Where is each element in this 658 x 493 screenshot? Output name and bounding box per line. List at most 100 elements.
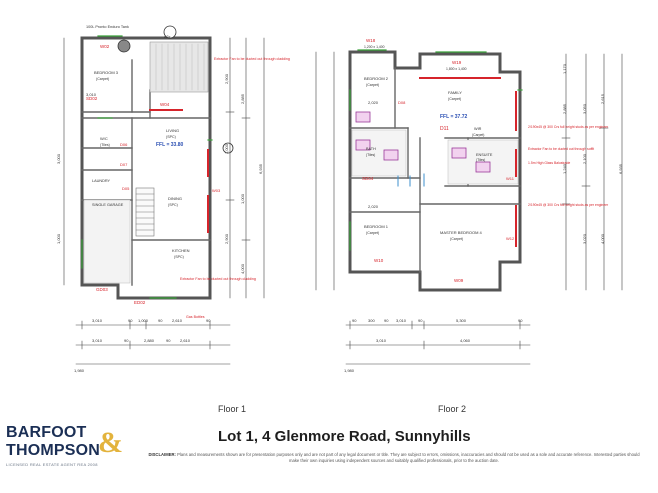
f2-dim-right-2: 3,050 xyxy=(582,103,587,114)
f2-note-fan: Extractor Fan to be ducted out through s… xyxy=(528,147,594,151)
f2-dim-right-0: 1,170 xyxy=(562,63,567,74)
floor2-fixtures xyxy=(355,111,491,173)
floor2-plan xyxy=(348,49,523,292)
f1-garage-label: SINGLE GARAGE xyxy=(92,203,124,207)
f2-note-studs-2: 2/190x45 @ 300 Crs full height studs as … xyxy=(528,203,609,207)
f1-tank-label: 100L Pronto Enduro Tank xyxy=(86,25,129,29)
f1-room-kitchen-finish: (SPC) xyxy=(174,255,184,259)
f1-dim-right-5: 1,000 xyxy=(240,193,245,204)
f2-room-ensuite: ENSUITE xyxy=(476,153,493,157)
f2-dim-b-0: 3,010 xyxy=(376,338,387,343)
floor1-green-windows xyxy=(81,35,213,299)
f2-dim-left-1: 2,020 xyxy=(368,204,379,209)
f2-w11-tag: W11 xyxy=(506,176,515,181)
f1-room-living: LIVING xyxy=(166,128,179,133)
f2-room-family-finish: (Carpet) xyxy=(448,97,461,101)
f2-room-bedroom1-finish: (Carpet) xyxy=(366,231,379,235)
f1-dim-total: 1,980 xyxy=(74,368,85,373)
f2-dim-top-1: 1,800 x 1,400 xyxy=(446,67,467,71)
f2-room-master-finish: (Carpet) xyxy=(450,237,463,241)
f2-dim-right-1: 2,885 xyxy=(562,103,567,114)
f1-d05-tag: D05 xyxy=(122,186,130,191)
f2-w12-tag: W12 xyxy=(506,236,515,241)
disclaimer-text: Plans and measurements shown are for pre… xyxy=(177,452,640,464)
f2-room-ensuite-finish: (Tiles) xyxy=(476,158,485,162)
f1-dim-right-6: 4,000 xyxy=(240,263,245,274)
f2-dim-right-7: 3,020 xyxy=(582,233,587,244)
f2-dim-right-4: 1,240 xyxy=(562,163,567,174)
f1-room-wc-finish: (Tiles) xyxy=(100,143,110,147)
f1-note-fan-2: Extractor Fan to be ducted out through c… xyxy=(180,277,256,281)
f2-d11-tag: D11 xyxy=(440,126,449,132)
f1-dim-a-0: 3,010 xyxy=(92,318,103,323)
f1-room-wc: W/C xyxy=(100,136,108,141)
f1-room-dining: DINING xyxy=(168,196,182,201)
f1-level-tag: A3x xyxy=(164,35,171,39)
f2-note-glass: 1.5m High Glass Balustrade xyxy=(528,161,570,165)
garage-area xyxy=(83,199,131,284)
f2-dim-right-8: 4,000 xyxy=(600,233,605,244)
f1-d07-tag: D07 xyxy=(120,162,128,167)
f2-w09-tag: W09 xyxy=(454,278,464,283)
f1-note-gas: Gas Bottles xyxy=(186,315,205,319)
floor1-plan xyxy=(80,25,234,300)
f1-sd02-tag: SD02 xyxy=(86,96,98,101)
f2-dim-right-5: 2,615 xyxy=(600,93,605,104)
dimension-ticks xyxy=(81,111,609,350)
logo-ampersand: & xyxy=(98,426,123,459)
f1-dim-a-5: 90 xyxy=(206,318,211,323)
floor-1-label: Floor 1 xyxy=(218,404,247,414)
f2-w10-tag: W10 xyxy=(374,258,384,263)
f2-dim-a-6: 90 xyxy=(518,318,523,323)
water-tank-icon xyxy=(117,39,131,53)
floor2-outer-walls xyxy=(348,50,522,292)
f1-dim-b-2: 2,880 xyxy=(144,338,155,343)
f1-dim-left-2: 1,000 xyxy=(56,233,61,244)
f2-room-bedroom2-finish: (Carpet) xyxy=(366,83,379,87)
f1-note-fan-1: Extractor Fan to be ducted out through c… xyxy=(214,57,290,61)
f1-dim-b-4: 2,610 xyxy=(180,338,191,343)
f1-ed02-tag: ED02 xyxy=(134,300,146,305)
f2-dim-b-1: 4,060 xyxy=(460,338,471,343)
f1-room-dining-finish: (SPC) xyxy=(168,203,178,207)
f1-laundry-label: LAUNDRY xyxy=(92,179,111,183)
f1-dim-b-1: 90 xyxy=(124,338,129,343)
f1-d06-tag: D06 xyxy=(120,142,128,147)
f1-dim-b-0: 3,010 xyxy=(92,338,103,343)
f2-room-bedroom2: BEDROOM 2 xyxy=(364,76,389,81)
f1-dim-a-3: 90 xyxy=(158,318,163,323)
f1-room-bedroom3: BEDROOM 3 xyxy=(94,70,119,75)
f1-ffl: FFL = 33.80 xyxy=(156,142,184,148)
f1-dim-a-4: 2,610 xyxy=(172,318,183,323)
floor2-inner-walls xyxy=(349,67,521,273)
f2-dim-a-5: 5,300 xyxy=(456,318,467,323)
f1-w02-tag: W02 xyxy=(100,44,110,49)
f2-dim-a-1: 300 xyxy=(368,318,375,323)
f2-dim-right-6: 6,935 xyxy=(618,163,623,174)
f2-dim-a-0: 90 xyxy=(352,318,357,323)
f2-w18-tag: W18 xyxy=(366,38,376,43)
stairs xyxy=(135,187,155,237)
floor2-green-windows xyxy=(349,49,523,251)
f1-dim-right-0: 2,900 xyxy=(224,73,229,84)
f1-room-kitchen: KITCHEN xyxy=(172,248,190,253)
f1-dim-right-2: 2,885 xyxy=(240,93,245,104)
level-marker-icon xyxy=(163,25,177,39)
deck-hatch xyxy=(149,41,209,93)
f2-room-wir: WIR xyxy=(474,127,482,131)
f2-dim-left-0: 2,020 xyxy=(368,100,379,105)
f2-w19-tag: W19 xyxy=(452,60,462,65)
section-marker-icon xyxy=(222,142,234,154)
f2-room-bath-finish: (Tiles) xyxy=(366,153,375,157)
f1-gd03-tag: GD03 xyxy=(96,287,108,292)
f1-dim-a-2: 1,000 xyxy=(138,318,149,323)
f2-d08-tag: D08 xyxy=(398,100,406,105)
f2-room-family: FAMILY xyxy=(448,90,462,95)
f2-room-master: MASTER BEDROOM 4 xyxy=(440,230,483,235)
f1-room-living-finish: (SPC) xyxy=(166,135,176,139)
floor2-doors xyxy=(397,173,425,187)
floor2-red-markers xyxy=(419,77,517,247)
deck-hatch-lines xyxy=(155,43,205,91)
f1-dim-right-4: 2,900 xyxy=(224,233,229,244)
logo-line-2: THOMPSON xyxy=(6,442,101,459)
